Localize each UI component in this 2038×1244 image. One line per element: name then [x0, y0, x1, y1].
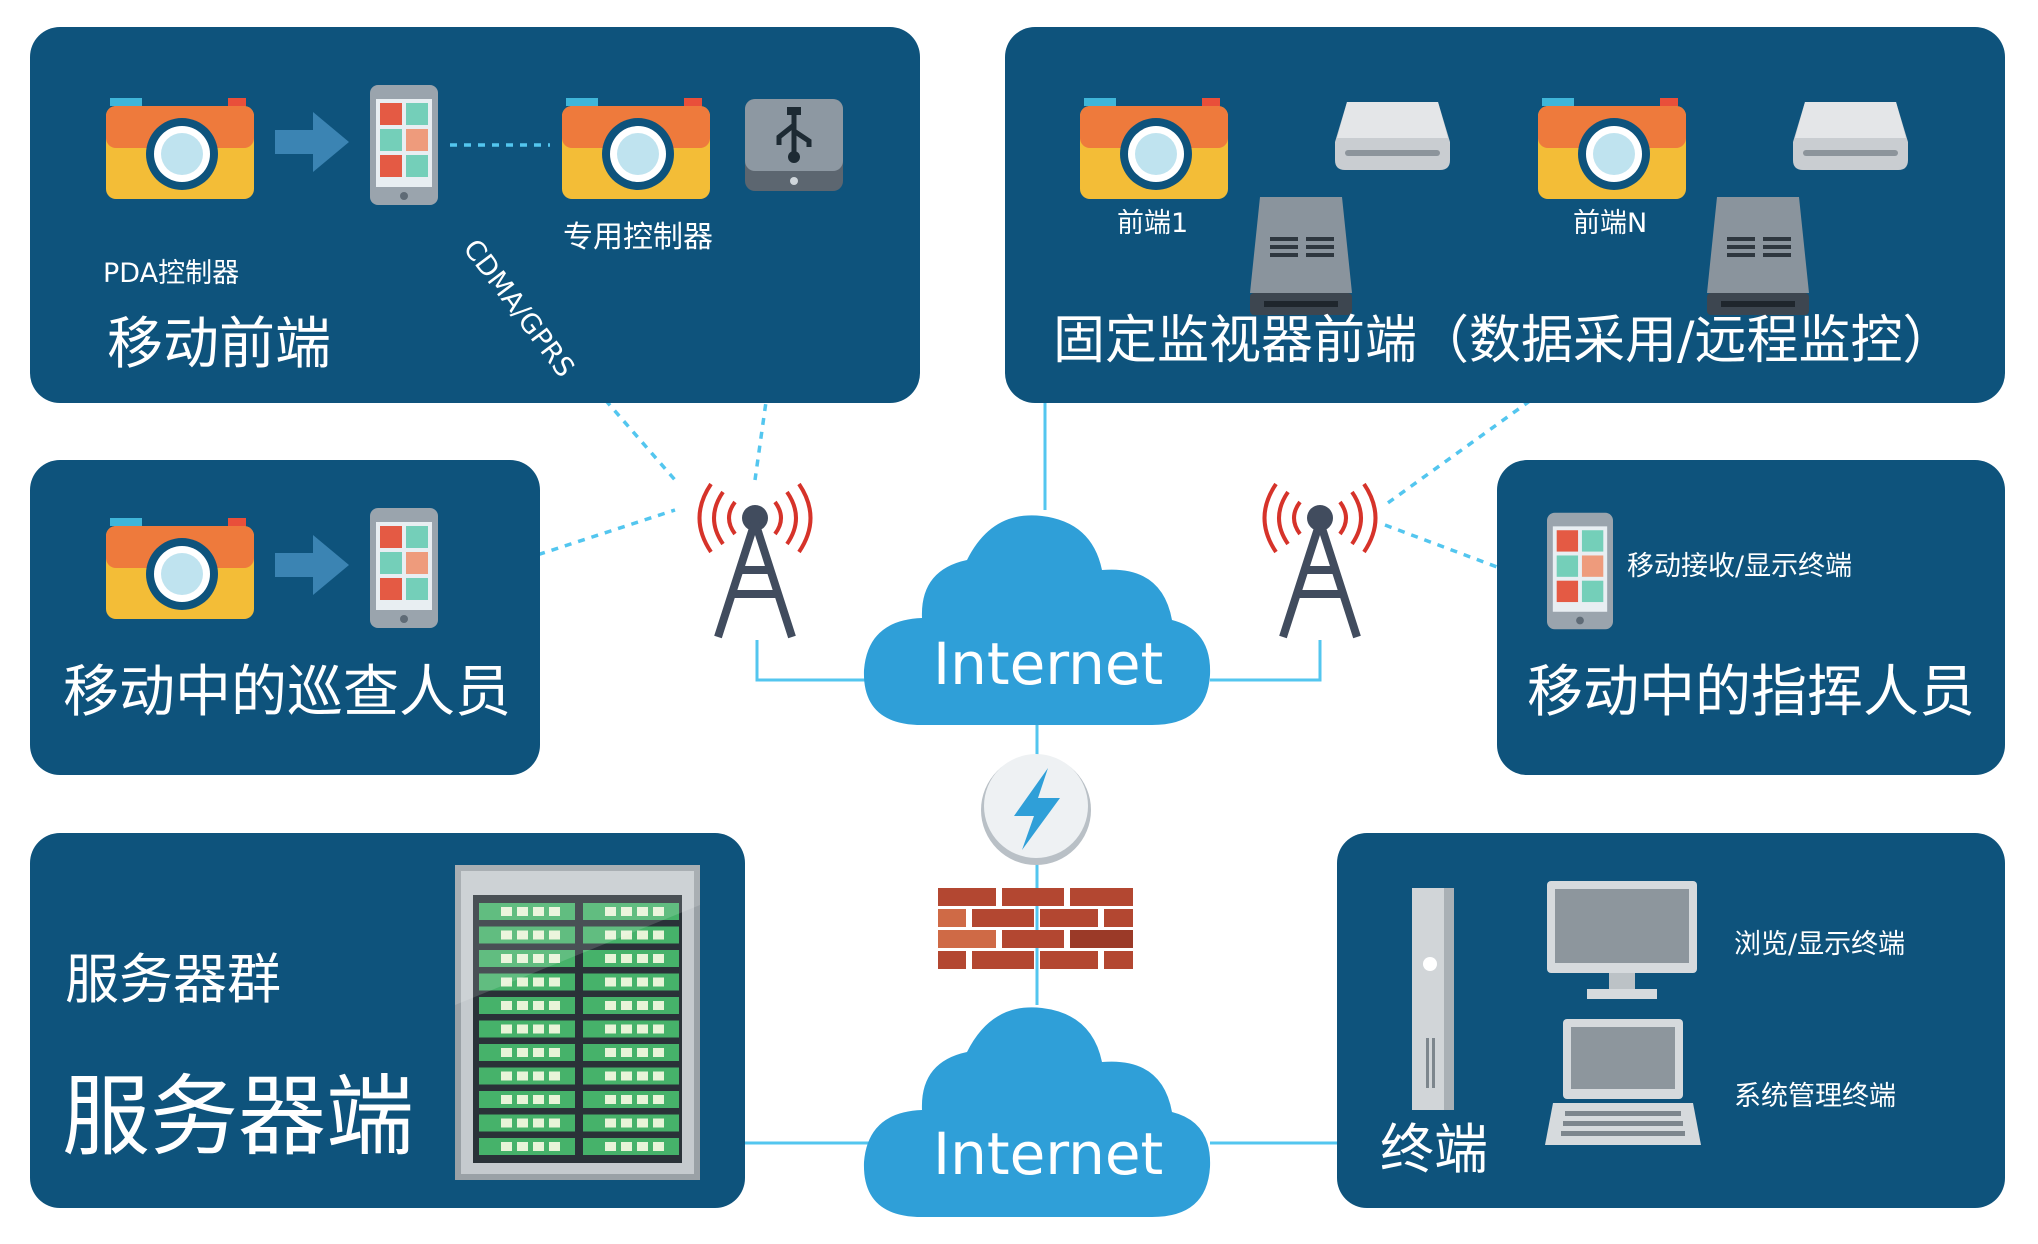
- arrow-right-icon: [275, 112, 349, 172]
- fixed-front-panel: 前端1 前端N 固定监视器前端（数据采用/远程监控）: [1005, 27, 2005, 403]
- server-cluster-label: 服务器群: [65, 948, 281, 1011]
- patrol-camera-icon: [106, 518, 254, 619]
- terminal-panel: 浏览/显示终端 系统管理终端 终端: [1337, 833, 2005, 1208]
- front1-camera-icon: [1080, 98, 1228, 199]
- pc-tower-icon: [1412, 888, 1454, 1110]
- antenna-tower-right-icon: [1262, 482, 1378, 639]
- monitor-icon: [1547, 881, 1697, 999]
- pda-controller-label: PDA控制器: [103, 258, 240, 289]
- front1-dvr-icon: [1250, 197, 1352, 315]
- lightning-icon: [981, 754, 1091, 865]
- server-panel: 服务器群 服务器端: [30, 833, 745, 1208]
- internet-cloud-bottom-icon: [863, 1007, 1211, 1217]
- server-title: 服务器端: [62, 1065, 415, 1168]
- patrol-arrow-icon: [275, 535, 349, 595]
- mobile-front-panel: PDA控制器 专用控制器 移动前端: [30, 27, 920, 403]
- camera-icon: [106, 98, 254, 199]
- server-rack-icon: [455, 865, 700, 1180]
- internet-cloud-top-icon: [863, 515, 1211, 725]
- browse-terminal-label: 浏览/显示终端: [1734, 929, 1906, 960]
- commander-title: 移动中的指挥人员: [1527, 660, 1975, 725]
- dedicated-controller-label: 专用控制器: [563, 220, 713, 255]
- terminal-title: 终端: [1380, 1118, 1488, 1181]
- tower-left-to-cloud-link: [755, 640, 870, 682]
- frontN-disk-icon: [1793, 102, 1908, 170]
- front1-disk-icon: [1335, 102, 1450, 170]
- patrol-panel: 移动中的巡查人员: [30, 460, 540, 775]
- commander-panel: 移动接收/显示终端 移动中的指挥人员: [1497, 460, 2005, 775]
- internet-cloud-top-label: Internet: [933, 630, 1164, 698]
- pda-icon: [370, 85, 438, 205]
- firewall-icon: [938, 888, 1133, 969]
- antenna-tower-left-icon: [697, 482, 813, 639]
- dashed-link-icon: [450, 143, 550, 147]
- frontN-camera-icon: [1538, 98, 1686, 199]
- mobile-front-title: 移动前端: [107, 312, 331, 377]
- fixed-front-title: 固定监视器前端（数据采用/远程监控）: [1053, 311, 1955, 371]
- controller-camera-icon: [562, 98, 710, 199]
- tower-right-to-cloud-link: [1210, 640, 1322, 682]
- internet-cloud-bottom-label: Internet: [933, 1120, 1164, 1188]
- front1-label: 前端1: [1117, 208, 1189, 239]
- patrol-wireless-link: [444, 508, 676, 587]
- mobile-display-terminal-label: 移动接收/显示终端: [1627, 551, 1853, 582]
- patrol-pda-icon: [370, 508, 438, 628]
- patrol-title: 移动中的巡查人员: [63, 660, 511, 725]
- frontN-label: 前端N: [1573, 208, 1648, 239]
- admin-terminal-label: 系统管理终端: [1734, 1081, 1896, 1112]
- usb-drive-icon: [745, 99, 843, 191]
- frontN-dvr-icon: [1707, 197, 1809, 315]
- laptop-icon: [1545, 1019, 1701, 1145]
- terminal-pda-icon: [1547, 512, 1613, 630]
